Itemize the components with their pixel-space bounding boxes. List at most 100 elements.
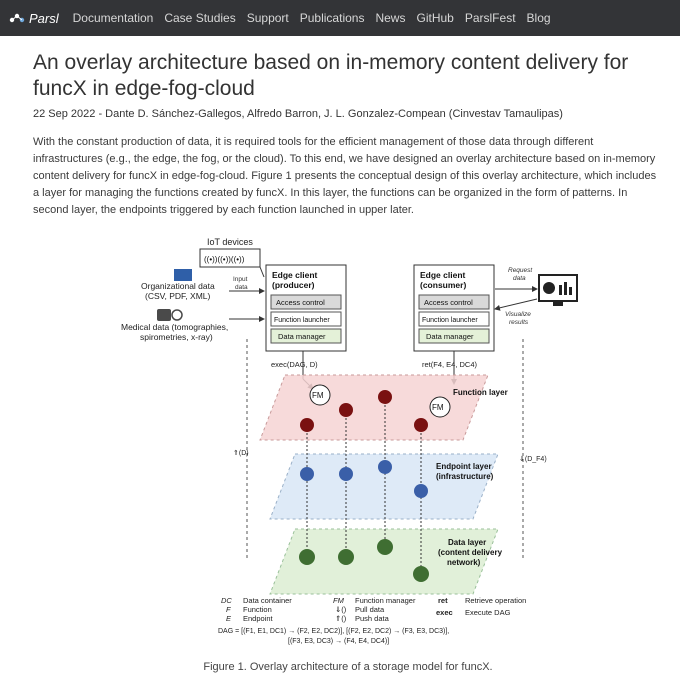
org-data-formats: (CSV, PDF, XML) — [145, 291, 211, 301]
function-layer-plane — [259, 374, 489, 441]
nav-link-publications[interactable]: Publications — [299, 11, 365, 25]
legend-pull-text: Pull data — [355, 605, 385, 614]
nav-link-support[interactable]: Support — [246, 11, 289, 25]
consumer-access-control — [418, 294, 490, 310]
legend-fm-symbol: FM — [333, 596, 345, 605]
legend-f-symbol: F — [226, 605, 231, 614]
legend-ret-symbol: ret — [438, 596, 448, 605]
endpoint-node-e4 — [414, 484, 428, 498]
edge-consumer-subtitle: (consumer) — [420, 280, 466, 290]
consumer-function-launcher — [418, 311, 490, 327]
article-title: An overlay architecture based on in-memo… — [33, 51, 629, 100]
endpoint-node-e3 — [378, 460, 392, 474]
data-layer-sublabel-1: (content delivery — [438, 548, 503, 557]
endpoint-node-e1 — [300, 467, 314, 481]
dag-formula-line-2: [(F3, E3, DC3) → (F4, E4, DC4)] — [288, 638, 389, 645]
figure-1: IoT devices ((•))((•))((•)) Organization… — [33, 229, 663, 677]
edge-consumer-title: Edge client — [420, 270, 466, 280]
nav-link-case-studies[interactable]: Case Studies — [164, 11, 236, 25]
nav-link-news[interactable]: News — [375, 11, 406, 25]
legend-push-text: Push data — [355, 614, 390, 623]
request-data-label-1: Request — [508, 267, 533, 274]
folder-icon — [174, 269, 192, 281]
function-node-f1 — [300, 418, 314, 432]
legend-ret-text: Retrieve operation — [465, 596, 526, 605]
nav-link-documentation[interactable]: Documentation — [72, 11, 154, 25]
consumer-access-control-label: Access control — [424, 298, 473, 307]
visualize-label-1: Visualize — [505, 311, 531, 318]
input-data-label-2: data — [235, 284, 248, 291]
endpoint-node-e2 — [339, 467, 353, 481]
legend-pull-symbol: ⇓() — [335, 605, 347, 614]
function-node-f4 — [414, 418, 428, 432]
edge-producer-title: Edge client — [272, 270, 318, 280]
nav-link-github[interactable]: GitHub — [416, 11, 454, 25]
ret-label: ret(F4, E4, DC4) — [422, 360, 478, 369]
legend-dc-symbol: DC — [221, 596, 232, 605]
endpoint-layer-sublabel: (infrastructure) — [436, 472, 494, 481]
article-meta: 22 Sep 2022 - Dante D. Sánchez-Gallegos,… — [33, 108, 563, 120]
request-data-label-2: data — [513, 275, 526, 282]
article: An overlay architecture based on in-memo… — [0, 36, 680, 677]
top-navbar: Parsl Documentation Case Studies Support… — [0, 0, 680, 36]
fm-label-1: FM — [312, 391, 324, 400]
medical-data-label: Medical data (tomographies, — [121, 322, 228, 332]
logo-text: Parsl — [29, 10, 59, 26]
nav-link-parslfest[interactable]: ParslFest — [464, 11, 516, 25]
producer-data-manager-label: Data manager — [278, 332, 326, 341]
input-data-label-1: Input — [233, 276, 248, 283]
dag-formula-line-1: DAG = [(F1, E1, DC1) → (F2, E2, DC2)], [… — [218, 628, 449, 635]
data-container-node-dc4 — [413, 566, 429, 582]
function-node-f3 — [378, 390, 392, 404]
medical-data-types: spirometries, x-ray) — [140, 332, 213, 342]
function-manager-node-1 — [309, 384, 331, 406]
consumer-data-manager-label: Data manager — [426, 332, 474, 341]
data-layer-plane — [269, 528, 499, 595]
org-data-label: Organizational data — [141, 281, 215, 291]
legend-e-symbol: E — [226, 614, 232, 623]
parsl-logo-icon — [9, 13, 25, 23]
medical-device-icon — [157, 309, 171, 321]
nav-links: Documentation Case Studies Support Publi… — [73, 11, 551, 25]
pull-d-label: ⇓(D_F4) — [519, 455, 547, 463]
data-container-node-dc1 — [299, 549, 315, 565]
article-abstract: With the constant production of data, it… — [33, 136, 657, 216]
legend-push-symbol: ⇑() — [335, 614, 347, 623]
producer-data-manager — [270, 328, 342, 344]
legend-f-text: Function — [243, 605, 272, 614]
scanner-icon — [171, 309, 183, 321]
figure-caption: Figure 1. Overlay architecture of a stor… — [203, 661, 493, 673]
data-container-node-dc3 — [377, 539, 393, 555]
iot-devices-label: IoT devices — [207, 237, 253, 247]
producer-function-launcher — [270, 311, 342, 327]
producer-access-control — [270, 294, 342, 310]
consumer-function-launcher-label: Function launcher — [422, 317, 478, 324]
push-d-label: ⇑(D) — [233, 449, 249, 457]
producer-function-launcher-label: Function launcher — [274, 317, 330, 324]
legend-fm-text: Function manager — [355, 596, 416, 605]
function-node-f2 — [339, 403, 353, 417]
function-layer-label: Function layer — [453, 388, 508, 397]
consumer-data-manager — [418, 328, 490, 344]
function-manager-node-2 — [429, 396, 451, 418]
fm-label-2: FM — [432, 403, 444, 412]
exec-label: exec(DAG, D) — [271, 360, 318, 369]
pie-chart-icon — [543, 282, 555, 294]
visualize-label-2: results — [509, 319, 529, 326]
edge-producer-subtitle: (producer) — [272, 280, 315, 290]
parsl-logo[interactable]: Parsl — [8, 11, 59, 26]
endpoint-layer-label: Endpoint layer — [436, 462, 492, 471]
legend-e-text: Endpoint — [243, 614, 274, 623]
legend-exec-text: Execute DAG — [465, 608, 511, 617]
iot-devices-icon — [199, 248, 261, 268]
legend-dc-text: Data container — [243, 596, 292, 605]
producer-access-control-label: Access control — [276, 298, 325, 307]
legend-exec-symbol: exec — [436, 608, 453, 617]
nav-link-blog[interactable]: Blog — [526, 11, 551, 25]
architecture-diagram: IoT devices ((•))((•))((•)) Organization… — [121, 237, 578, 645]
data-container-node-dc2 — [338, 549, 354, 565]
data-layer-label: Data layer — [448, 538, 486, 547]
data-layer-sublabel-2: network) — [447, 558, 481, 567]
iot-signal-icon: ((•))((•))((•)) — [204, 255, 245, 264]
endpoint-layer-plane — [269, 453, 499, 520]
